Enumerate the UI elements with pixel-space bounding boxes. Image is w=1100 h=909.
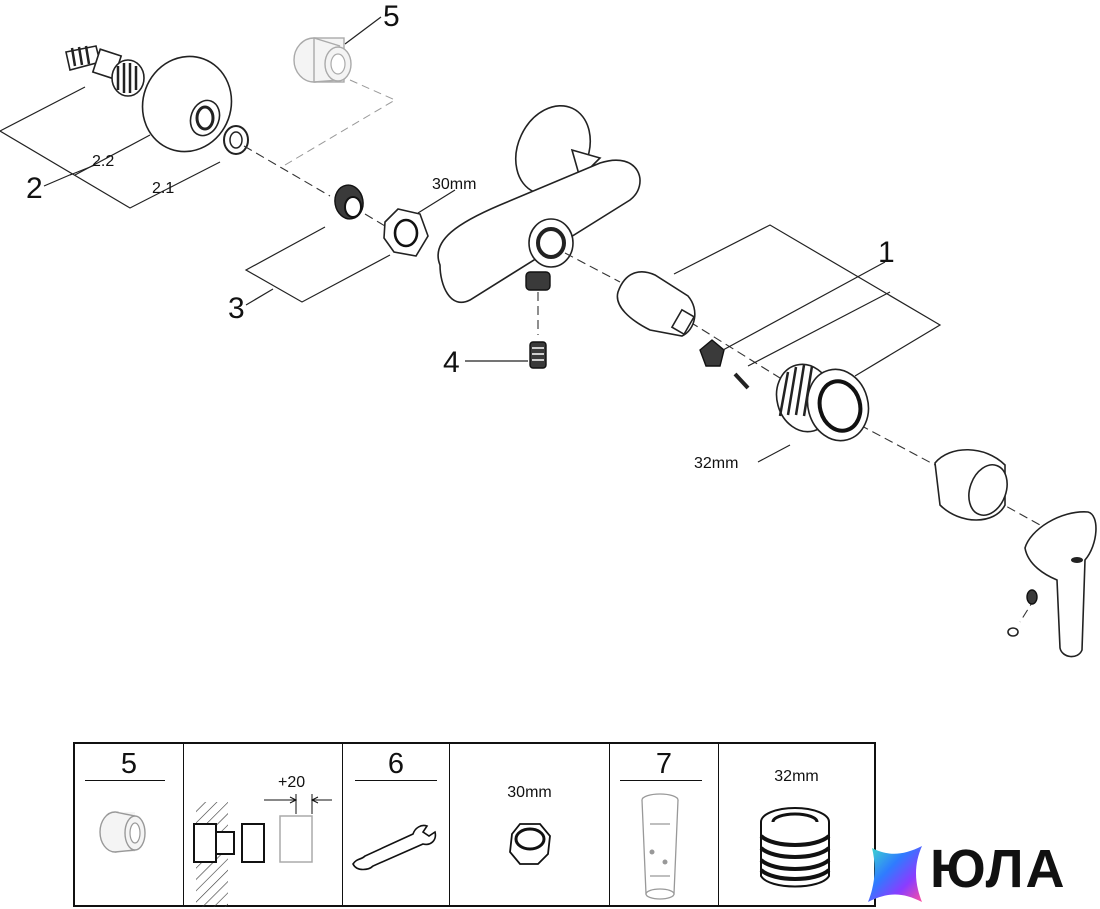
cartridge-nut-icon [759,807,831,888]
escutcheon-cap [934,448,1008,521]
gasket-ring [223,125,249,155]
lever-handle [1024,511,1097,658]
dimension-label: +20 [278,774,306,791]
brand-logo: ЮЛА [864,838,1100,909]
threaded-sleeve-32mm [775,363,870,442]
label-part-2-1: 2.1 [152,180,174,197]
nut-size-label: 30mm [507,784,552,801]
extension-icon [99,811,146,853]
table-cell-number: 7 [655,748,673,780]
table-cell-32mm: 32mm [719,744,874,905]
sleeve-size-label: 32mm [774,768,819,785]
table-cell-part-7: 7 [610,744,719,905]
hex-nut-part-3 [383,208,429,257]
s-union-part-2-2 [65,45,145,97]
label-part-1: 1 [878,236,895,269]
wrench-icon [352,824,437,871]
table-cell-part-6: 6 [343,744,450,905]
exploded-parts-diagram: 5 2 2.2 2.1 [0,0,1097,658]
label-wrench-32mm: 32mm [694,455,738,472]
extension-install-icon [193,794,332,907]
table-cell-part-5: 5 [75,744,184,905]
tool-sleeve-icon [641,793,679,900]
nut-icon [509,823,551,865]
label-part-4: 4 [443,346,460,379]
table-cell-30mm: 30mm [450,744,610,905]
brand-name: ЮЛА [930,839,1067,899]
cartridge-part-1 [616,271,750,390]
extension-part-5-top [293,37,352,83]
table-cell-number: 6 [387,748,405,780]
label-wrench-30mm: 30mm [432,176,476,193]
mixer-body [437,104,641,303]
brand-star-icon [868,846,922,902]
table-cell-number: 5 [120,748,138,780]
flange-part-2-1 [141,55,233,153]
label-part-3: 3 [228,292,245,325]
handle-screws [1007,589,1038,637]
table-cell-extension: +20 [184,744,343,907]
label-part-2: 2 [26,172,43,205]
label-part-5-top: 5 [383,0,400,33]
check-valve-part-4 [529,341,547,369]
label-part-2-2: 2.2 [92,153,114,170]
fitting-part-3 [334,184,364,220]
spare-parts-table: 5 +20 [73,742,876,907]
